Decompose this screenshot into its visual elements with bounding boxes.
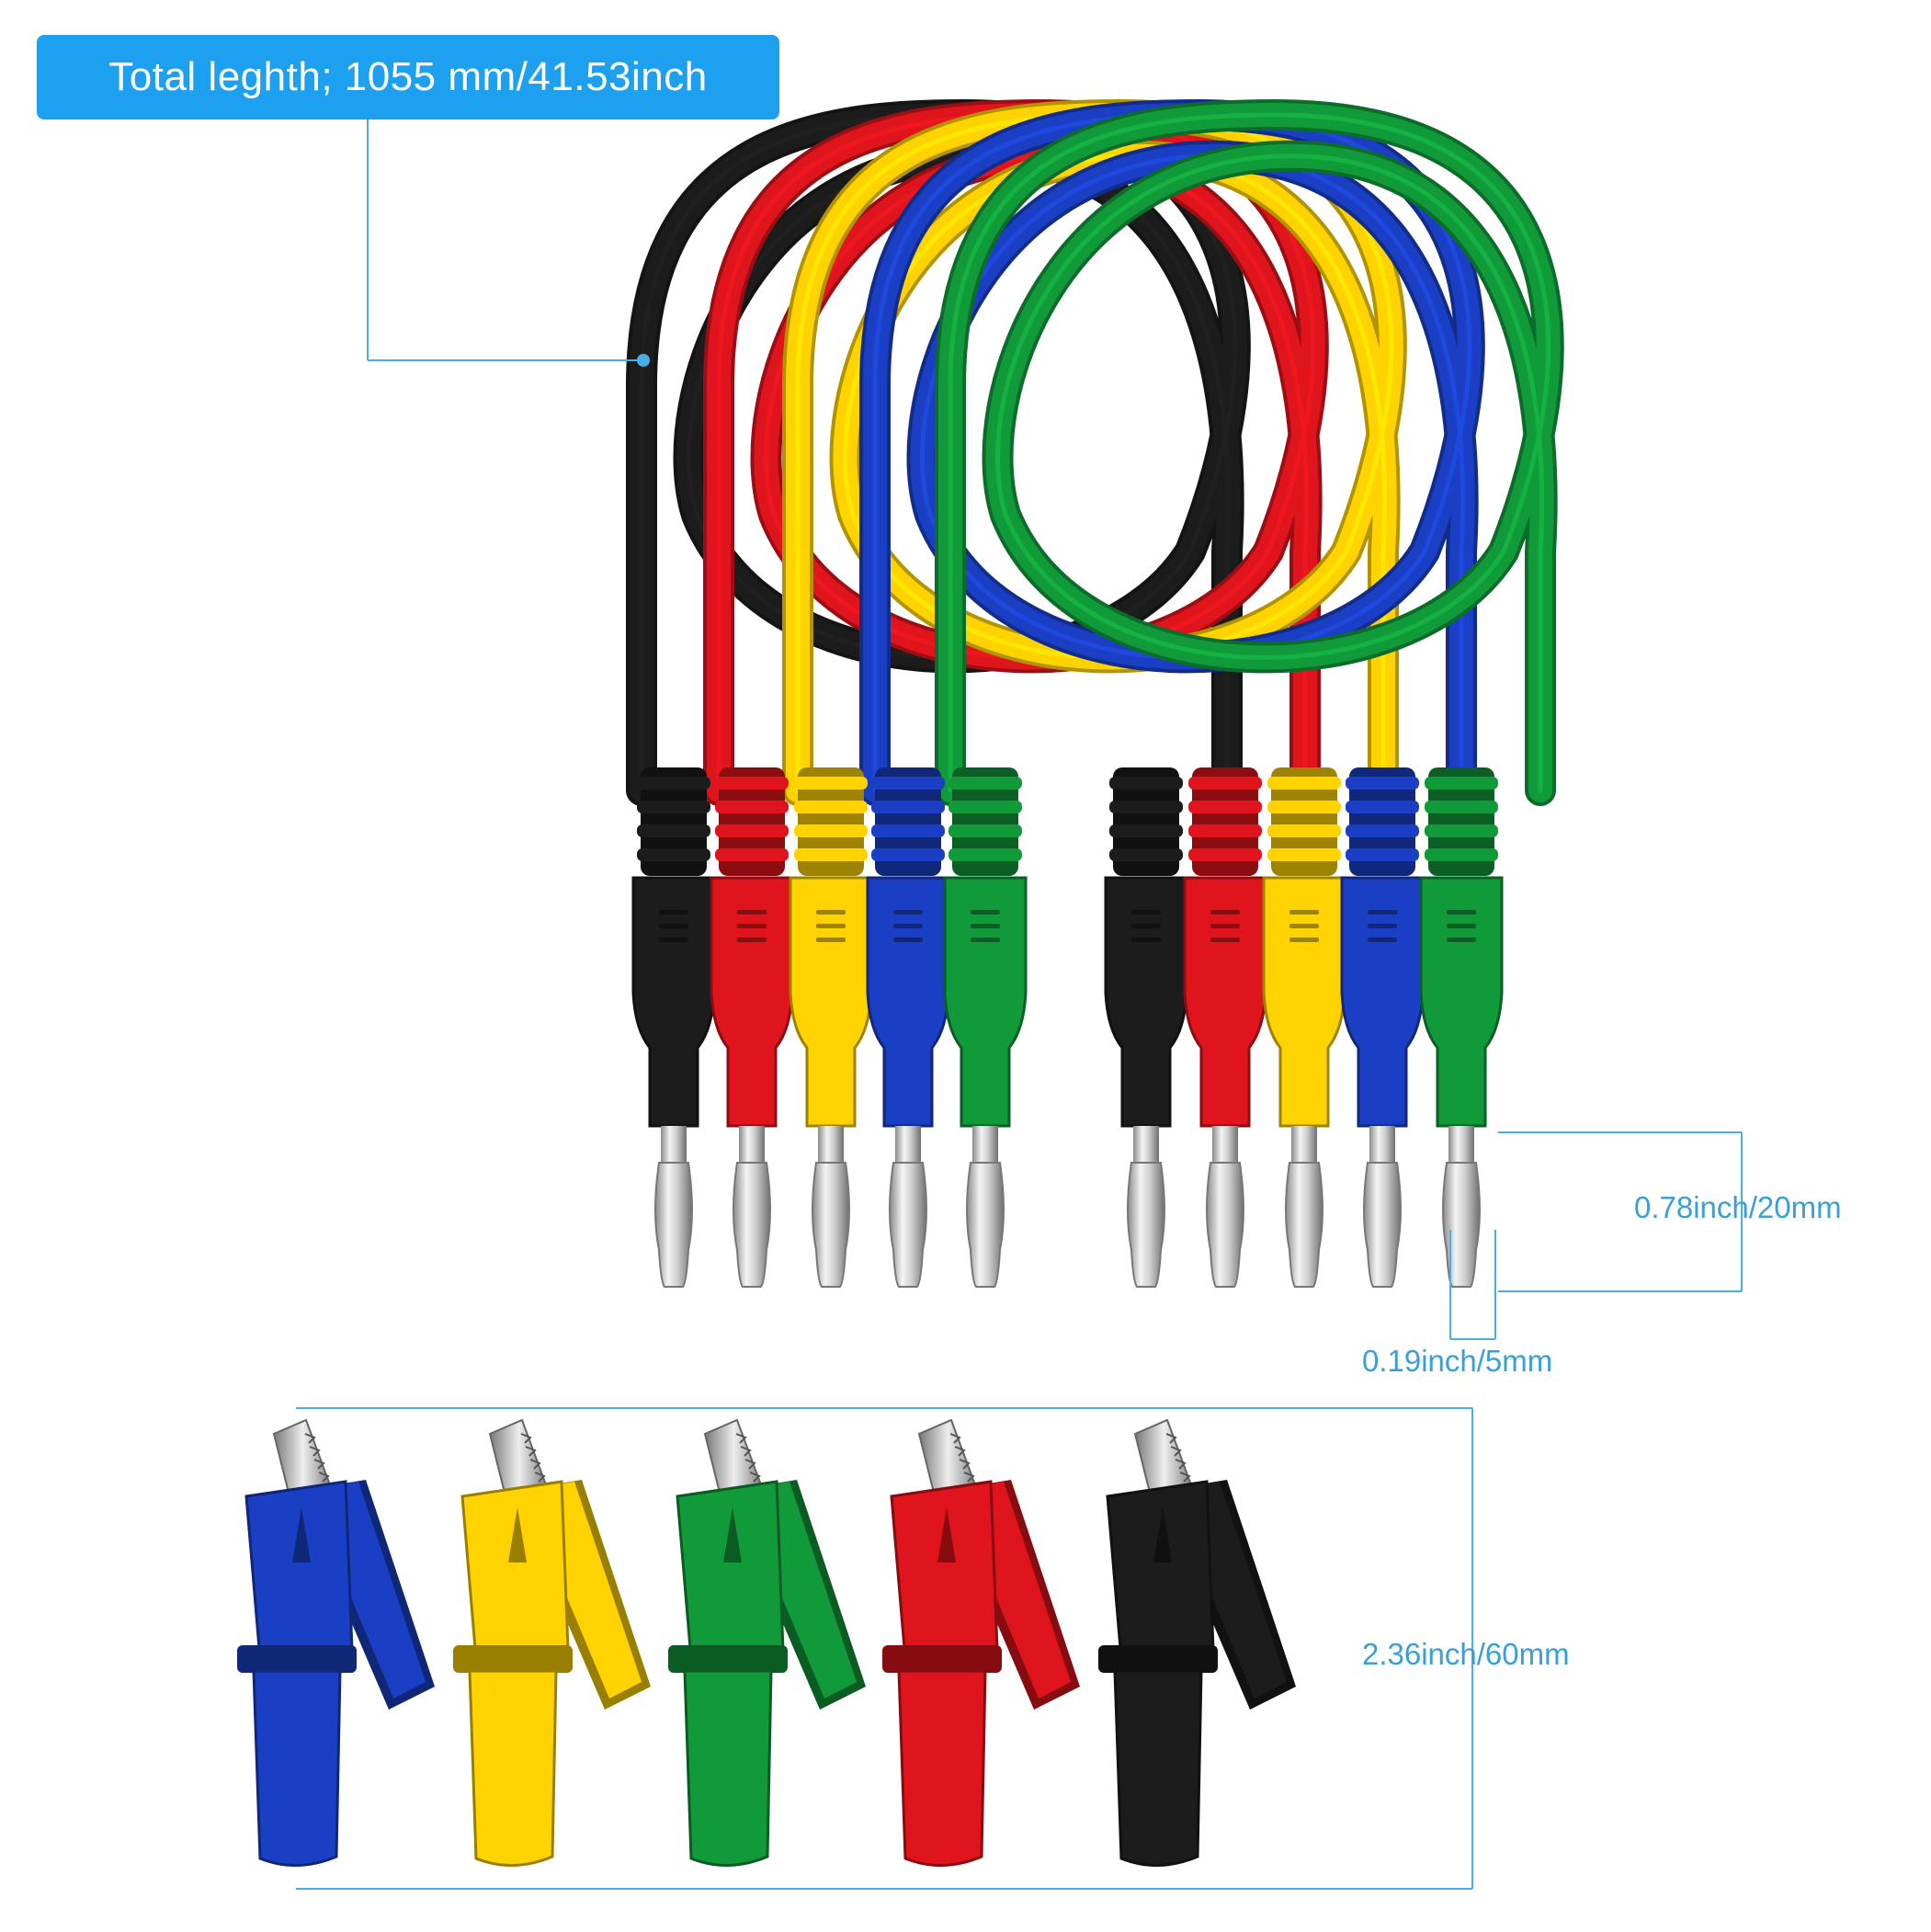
black-alligator-clip bbox=[1098, 1418, 1296, 1867]
yellow-banana-plug-left bbox=[789, 767, 873, 1288]
red-alligator-clip bbox=[882, 1418, 1080, 1867]
blue-banana-plug-left bbox=[866, 767, 950, 1288]
green-cable-highlight bbox=[948, 112, 1551, 793]
cable-loops bbox=[626, 98, 1564, 806]
green-alligator-clip bbox=[668, 1418, 866, 1867]
green-banana-plug-right bbox=[1419, 767, 1504, 1288]
blue-banana-plug-right bbox=[1340, 767, 1425, 1288]
alligator-clips bbox=[237, 1418, 1296, 1867]
total-length-label: Total leghth; 1055 mm/41.53inch bbox=[108, 54, 708, 99]
yellow-banana-plug-right bbox=[1262, 767, 1346, 1288]
blue-alligator-clip bbox=[237, 1418, 435, 1867]
green-cable-wire bbox=[938, 102, 1561, 802]
plug-diameter-label: 0.19inch/5mm bbox=[1362, 1344, 1553, 1378]
clip-height-label: 2.36inch/60mm bbox=[1362, 1637, 1570, 1671]
black-banana-plug-right bbox=[1104, 767, 1188, 1288]
green-cable bbox=[935, 98, 1564, 806]
green-banana-plug-left bbox=[943, 767, 1028, 1288]
yellow-alligator-clip bbox=[453, 1418, 651, 1867]
red-banana-plug-right bbox=[1183, 767, 1267, 1288]
plug-length-label: 0.78inch/20mm bbox=[1634, 1190, 1842, 1224]
total-length-callout: Total leghth; 1055 mm/41.53inch bbox=[37, 35, 779, 119]
dimension-lines bbox=[296, 119, 1743, 1890]
callout-leader-dot bbox=[637, 354, 650, 367]
banana-plugs bbox=[631, 767, 1504, 1288]
black-banana-plug-left bbox=[631, 767, 716, 1288]
red-banana-plug-left bbox=[710, 767, 794, 1288]
